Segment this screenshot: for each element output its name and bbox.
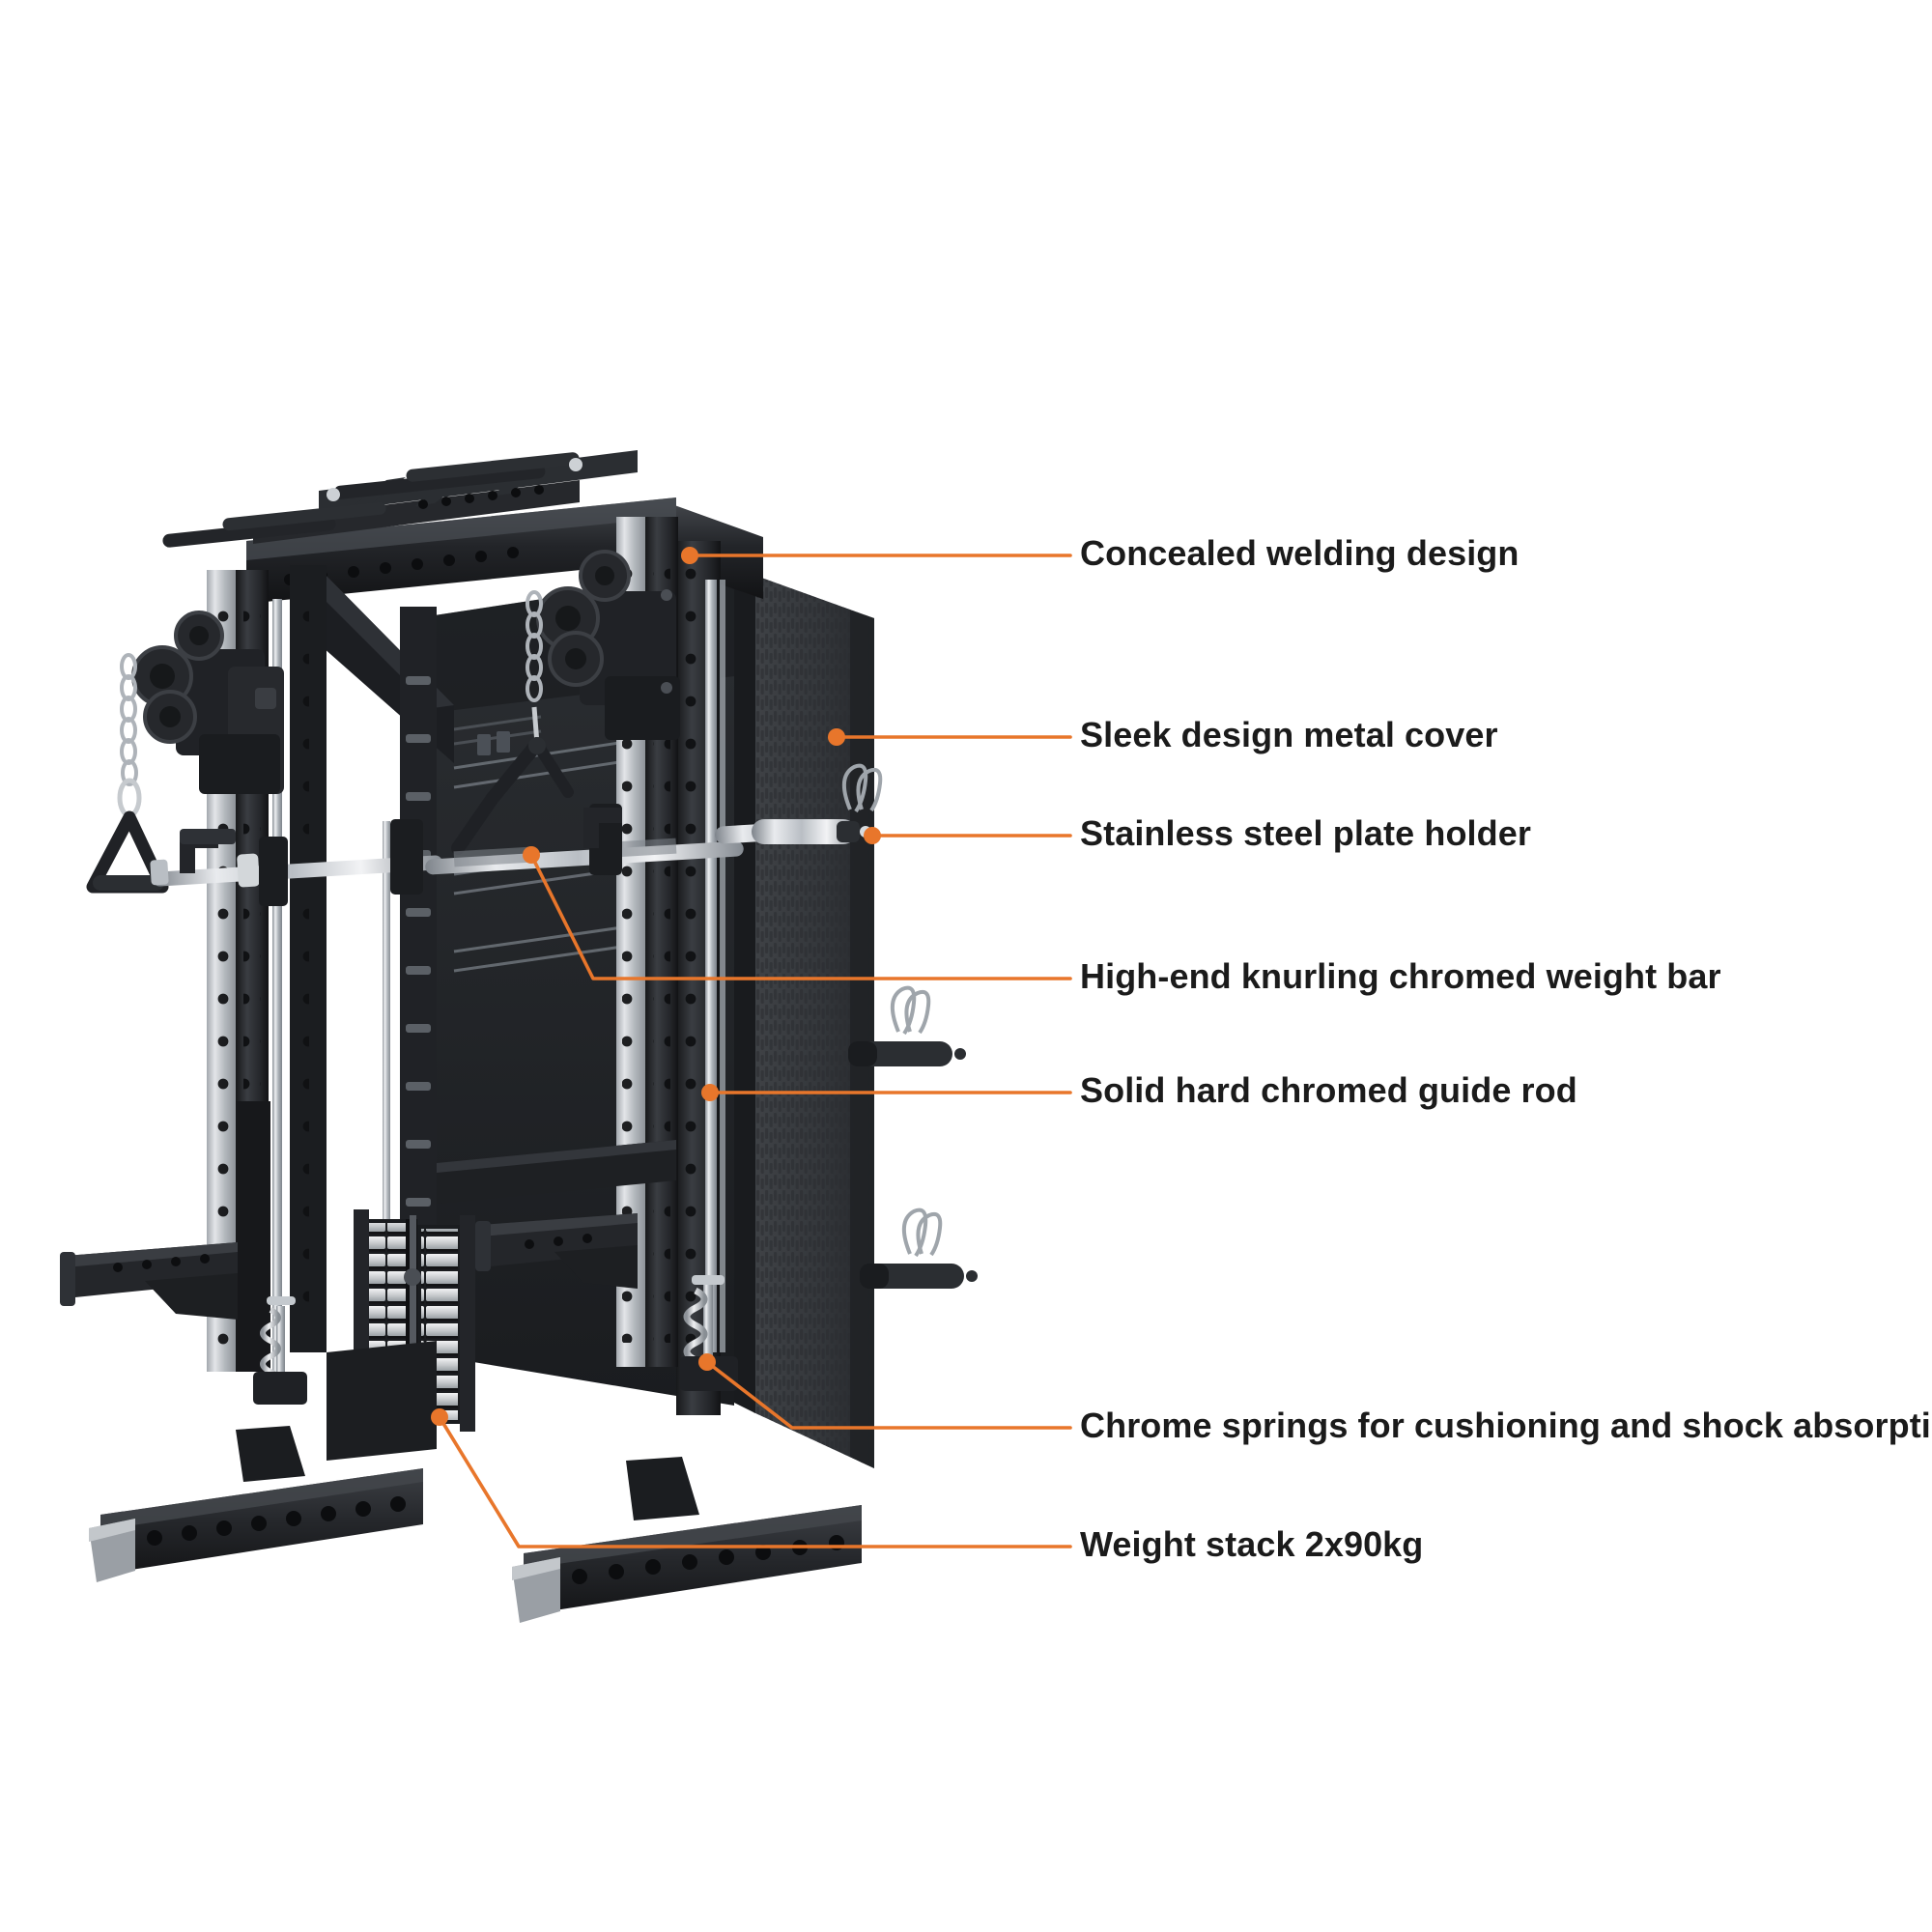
callout-dot (828, 728, 845, 746)
callout-sleek-design-metal-cover (828, 728, 1072, 746)
chrome-spring-right (680, 1275, 738, 1391)
guide-rod-left (272, 599, 282, 1372)
callout-dot (864, 827, 881, 844)
callout-leader-line (438, 1415, 1072, 1548)
cable-chain-right (451, 590, 574, 855)
safety-arm-left (60, 1242, 238, 1320)
callout-label-stainless-steel-plate-holder: Stainless steel plate holder (1080, 813, 1531, 853)
callout-dot (681, 547, 698, 564)
callout-dot (701, 1084, 719, 1101)
callout-concealed-welding-design (681, 547, 1072, 564)
guide-rod-inner (383, 821, 390, 1362)
callout-label-high-end-knurling-chromed-weight-bar: High-end knurling chromed weight bar (1080, 956, 1721, 996)
cable-chain-left (117, 653, 142, 818)
j-hook-left (180, 829, 236, 873)
callout-leader-line (529, 853, 1072, 980)
j-hook-right (583, 808, 622, 848)
callout-stainless-steel-plate-holder (864, 827, 1072, 844)
callout-dot (698, 1353, 716, 1371)
base-foot-left (89, 1426, 423, 1582)
upright-post-rear-left (290, 565, 327, 1352)
pulley-assembly-left (131, 611, 284, 794)
plate-holder-peg-low (860, 1208, 978, 1289)
top-cross-beam (246, 497, 763, 604)
base-foot-right (512, 1457, 862, 1623)
callout-dot (431, 1408, 448, 1426)
callout-chrome-springs-cushioning (698, 1353, 1072, 1430)
multi-grip-pullup-bar (162, 450, 638, 548)
lower-cross-member (437, 1140, 676, 1204)
callout-label-weight-stack: Weight stack 2x90kg (1080, 1524, 1424, 1564)
callout-high-end-knurling-chromed-weight-bar (523, 846, 1072, 980)
chrome-spring-left (253, 1296, 307, 1405)
guide-rod-right (705, 580, 725, 1352)
callout-leader-lines (431, 547, 1072, 1548)
callout-leader-line (705, 1360, 1072, 1430)
safety-arm-right (475, 1213, 638, 1289)
pulley-assembly-right (536, 550, 680, 740)
weight-stack-selector-rod (404, 1215, 421, 1426)
callout-label-sleek-design-metal-cover: Sleek design metal cover (1080, 715, 1498, 754)
triangle-handle (86, 810, 169, 894)
callout-label-chrome-springs-cushioning: Chrome springs for cushioning and shock … (1080, 1406, 1932, 1445)
callout-weight-stack (431, 1408, 1072, 1548)
callout-label-concealed-welding-design: Concealed welding design (1080, 533, 1520, 573)
callout-solid-hard-chromed-guide-rod (701, 1084, 1072, 1101)
callout-dot (523, 846, 540, 864)
lower-side-plate (327, 1341, 437, 1461)
plate-holder-peg-mid (848, 985, 966, 1066)
callout-label-solid-hard-chromed-guide-rod: Solid hard chromed guide rod (1080, 1070, 1577, 1110)
